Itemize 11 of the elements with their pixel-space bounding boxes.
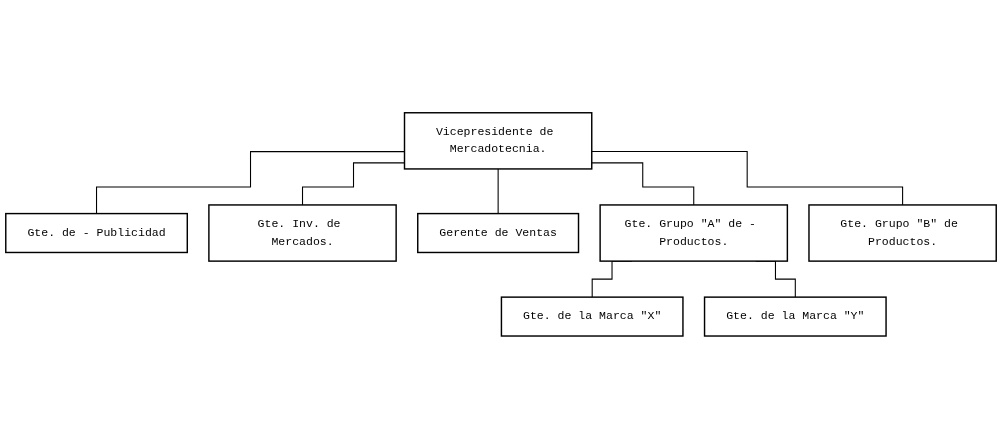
connector [591,162,695,206]
node-box: Gte. de la Marca "X" [500,296,684,337]
connector [591,150,904,206]
node-box: Gte. de - Publicidad [5,212,188,253]
node-box: Gte. Inv. de Mercados. [208,203,397,262]
node-box: Gte. Grupo "A" de - Productos. [599,203,789,262]
node-box: Gte. Grupo "B" de Productos. [808,203,997,262]
node-box: Gerente de Ventas [417,212,580,253]
connector [497,168,499,214]
node-box: Vicepresidente de Mercadotecnia. [403,111,593,170]
node-box: Gte. de la Marca "Y" [703,296,887,337]
